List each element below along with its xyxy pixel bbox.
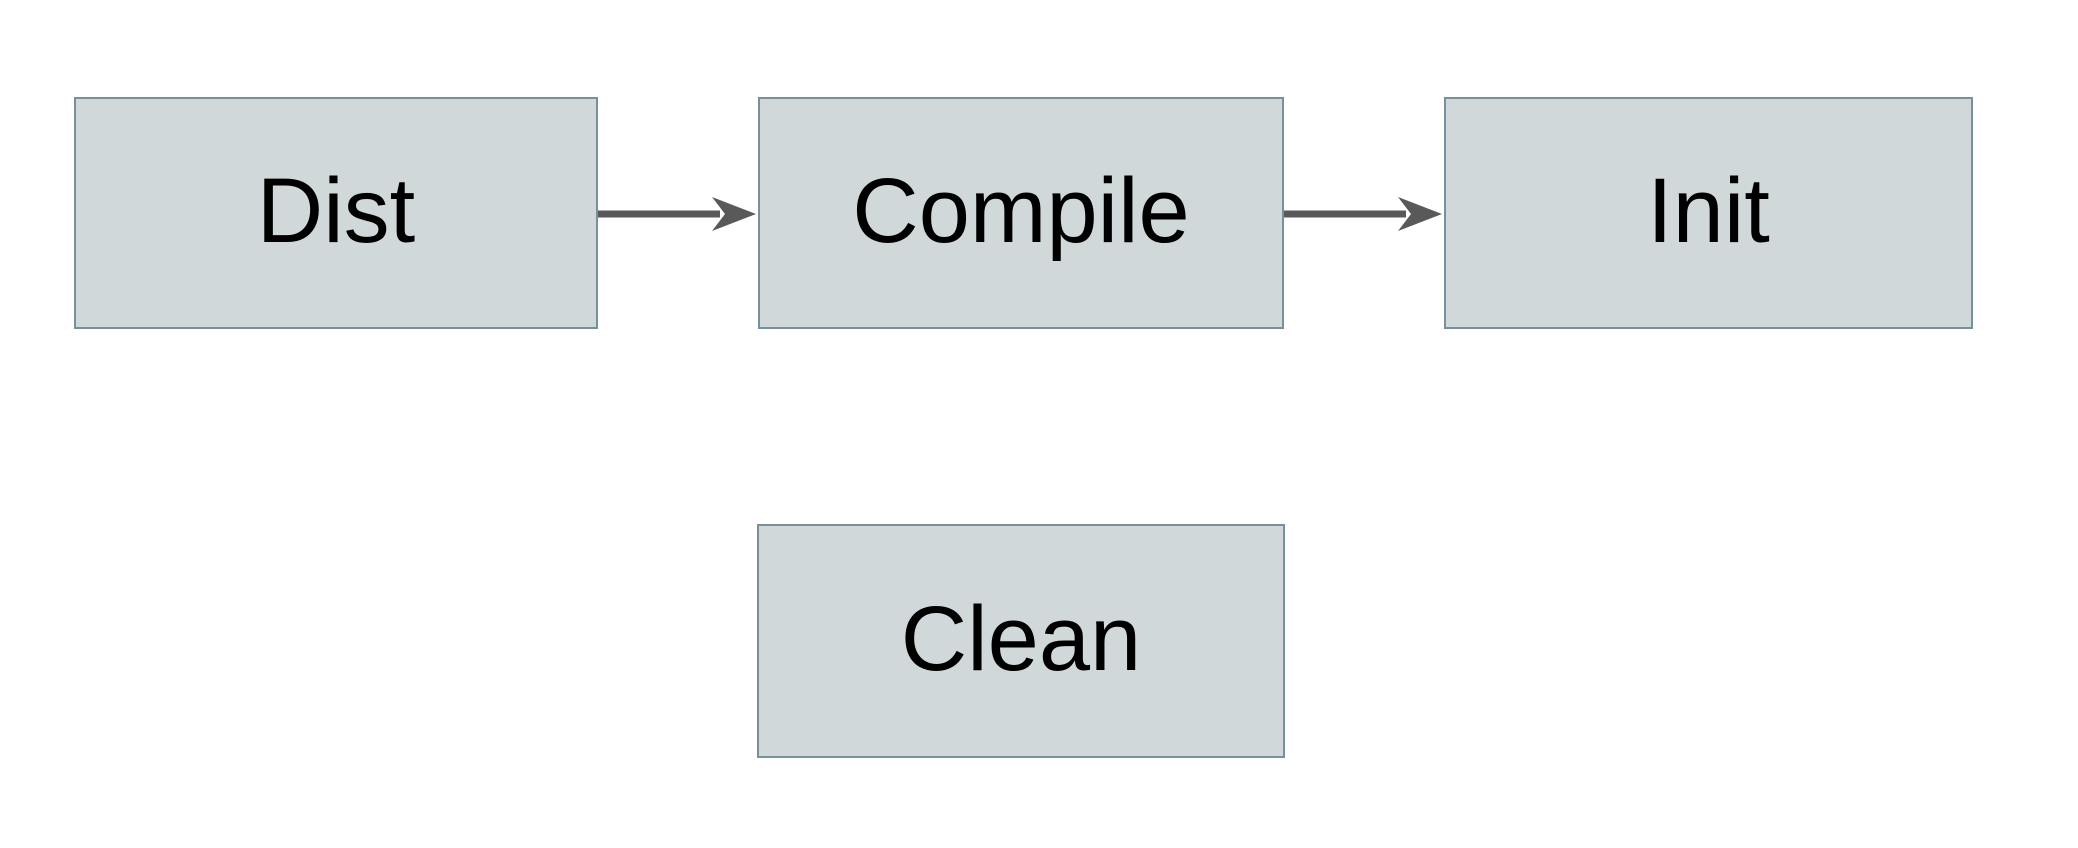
node-label: Compile: [852, 160, 1190, 262]
arrow-right-icon: [1284, 197, 1442, 231]
node-init[interactable]: Init: [1444, 97, 1973, 329]
node-label: Dist: [256, 160, 416, 262]
node-label: Init: [1647, 160, 1770, 262]
node-dist[interactable]: Dist: [74, 97, 598, 329]
node-clean[interactable]: Clean: [757, 524, 1285, 758]
node-compile[interactable]: Compile: [758, 97, 1284, 329]
node-label: Clean: [900, 588, 1142, 690]
arrow-right-icon: [598, 197, 756, 231]
